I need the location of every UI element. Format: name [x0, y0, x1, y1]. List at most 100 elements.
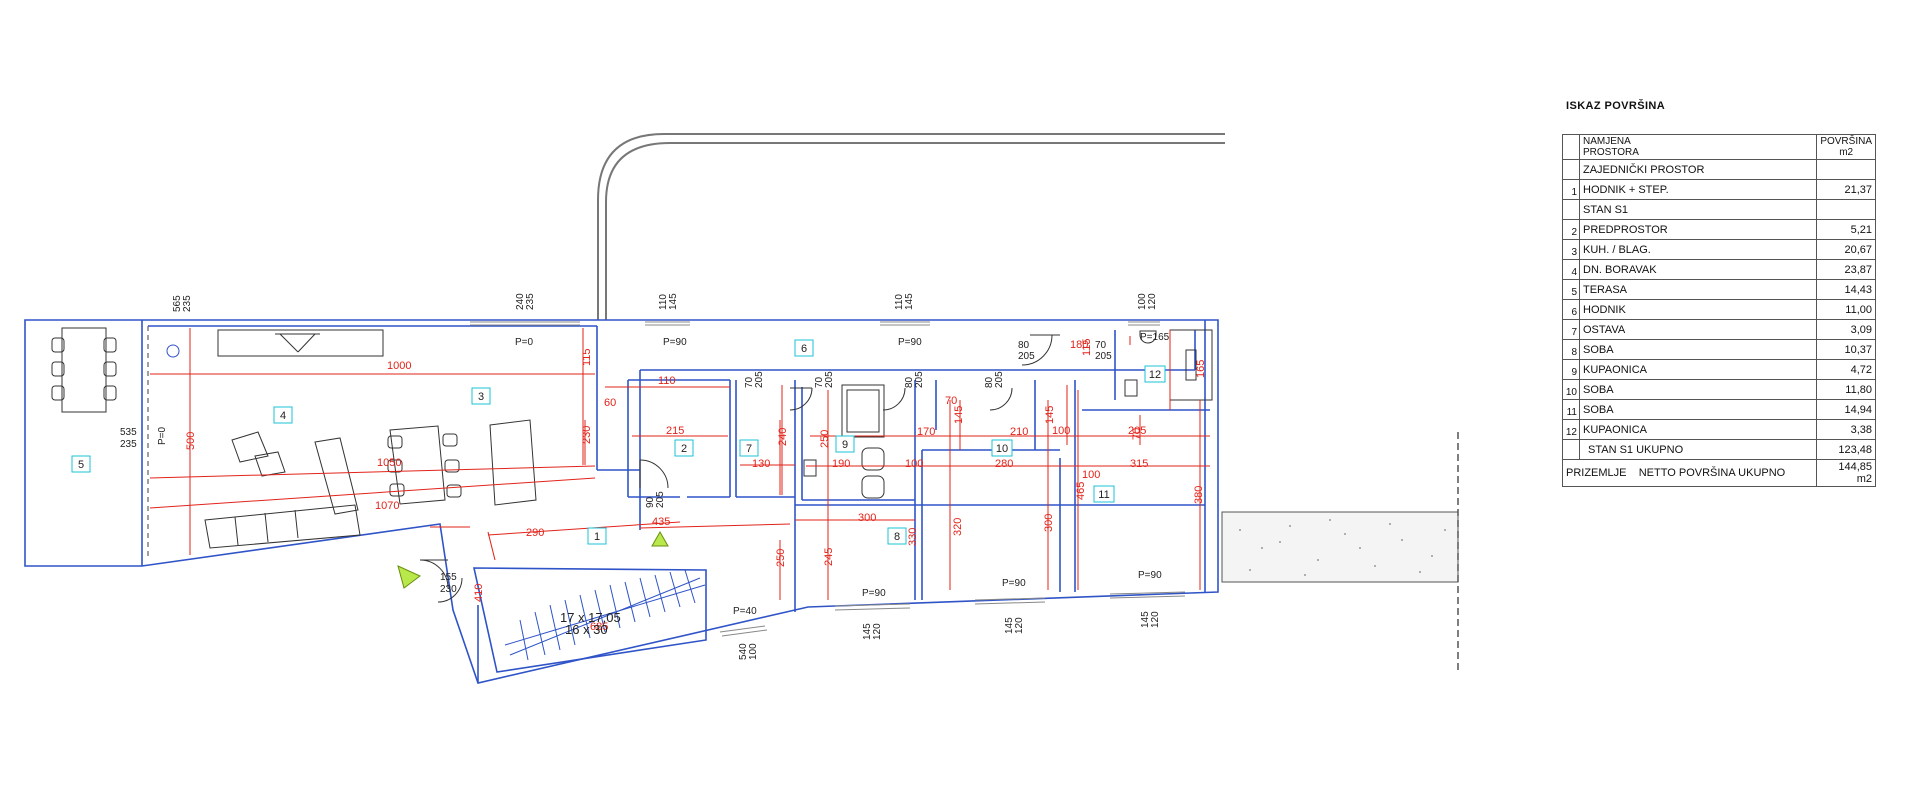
win-h1: 235: [182, 295, 193, 312]
dim-165: 165: [1195, 360, 1207, 378]
area-row-name: SOBA: [1578, 399, 1818, 420]
parapet-0: P=0: [515, 337, 534, 348]
dim-130: 130: [752, 458, 770, 470]
dim-115: 115: [581, 348, 593, 366]
area-row-number: 9: [1562, 359, 1580, 380]
win-w9: 145: [1140, 611, 1151, 628]
area-row-number: [1562, 159, 1580, 180]
room-tag-6-label: 6: [801, 343, 807, 355]
door-205f: 205: [994, 371, 1005, 388]
dim-230: 230: [581, 426, 593, 444]
door-70b: 70: [744, 376, 755, 388]
area-row-number: 1: [1562, 179, 1580, 200]
parapet-0b: P=0: [157, 426, 168, 445]
dimension-labels: 1000 1050 1070 110 60 215 130 190 100 17…: [185, 338, 1207, 633]
dim-250b: 250: [775, 549, 787, 567]
area-row-number: 11: [1562, 399, 1580, 420]
door-535: 535: [120, 427, 137, 438]
room-tag-4: 4: [273, 406, 293, 424]
dim-320: 320: [952, 518, 964, 536]
area-row-number: 6: [1562, 299, 1580, 320]
dim-215: 215: [666, 425, 684, 437]
room-tag-1: 1: [587, 527, 607, 545]
room-tags: 1 2 3 4 5 6 7 8 9 10 11 12: [71, 339, 1166, 545]
win-h9: 120: [1150, 611, 1161, 628]
area-footer-label: PRIZEMLJE NETTO POVRŠINA UKUPNO: [1561, 459, 1818, 487]
area-row-name: STAN S1 UKUPNO: [1578, 439, 1818, 460]
area-row-value: 14,94: [1816, 399, 1876, 420]
room-tag-9-label: 9: [842, 439, 848, 451]
door-70c: 70: [814, 376, 825, 388]
door-235: 235: [120, 439, 137, 450]
room-tag-8: 8: [887, 527, 907, 545]
dim-180: 180: [1070, 339, 1088, 351]
area-row-name: KUH. / BLAG.: [1578, 239, 1818, 260]
door-205b: 205: [1095, 351, 1112, 362]
window-openings: [470, 321, 1186, 637]
room-tag-7-label: 7: [746, 443, 752, 455]
room-tag-8-label: 8: [894, 531, 900, 543]
win-w5: 100: [1137, 293, 1148, 310]
dim-500: 500: [185, 432, 197, 450]
dim-210: 210: [1010, 426, 1028, 438]
room-tag-11: 11: [1093, 485, 1115, 503]
door-155: 155: [440, 572, 457, 583]
dim-245: 245: [823, 548, 835, 566]
area-summary-title: ISKAZ POVRŠINA: [1566, 100, 1666, 112]
dim-70: 70: [945, 395, 957, 407]
dim-330: 330: [907, 528, 919, 546]
door-205a: 205: [1018, 351, 1035, 362]
dim-145: 145: [953, 406, 965, 424]
area-row-number: [1562, 439, 1580, 460]
area-header-value: POVRŠINA m2: [1816, 134, 1876, 160]
room-tag-10: 10: [991, 439, 1013, 457]
room-tag-3: 3: [471, 387, 491, 405]
room-tag-5: 5: [71, 455, 91, 473]
building-outline: [24, 319, 1219, 684]
door-205c: 205: [754, 371, 765, 388]
paved-terrace: [1221, 432, 1459, 672]
room-tag-4-label: 4: [280, 410, 286, 422]
dim-300: 300: [858, 512, 876, 524]
dim-70b: 70: [1131, 428, 1143, 440]
dim-240: 240: [777, 428, 789, 446]
parapet-40: P=40: [733, 606, 757, 617]
room-tag-12-label: 12: [1149, 369, 1161, 381]
door-80c: 80: [984, 376, 995, 388]
area-row-value: 20,67: [1816, 239, 1876, 260]
area-row-name: SOBA: [1578, 339, 1818, 360]
room-tag-11-label: 11: [1098, 489, 1109, 501]
parapet-90a: P=90: [663, 337, 687, 348]
win-w2: 240: [515, 293, 526, 310]
staircase: [504, 569, 706, 661]
dim-110: 110: [658, 375, 676, 387]
parapet-90f: P=90: [1138, 570, 1162, 581]
room-tag-10-label: 10: [996, 443, 1008, 455]
area-table-row: ZAJEDNIČKI PROSTOR: [1562, 159, 1876, 180]
area-table-row: STAN S1: [1562, 199, 1876, 220]
area-row-value: 10,37: [1816, 339, 1876, 360]
dim-280: 280: [995, 458, 1013, 470]
dim-100: 100: [905, 458, 923, 470]
area-footer-value: 144,85 m2: [1816, 459, 1876, 487]
area-row-number: 3: [1562, 239, 1580, 260]
dim-300b: 300: [1043, 514, 1055, 532]
door-70: 70: [1095, 340, 1107, 351]
area-row-number: 8: [1562, 339, 1580, 360]
dim-205: 205: [1128, 425, 1146, 437]
dim-100b: 100: [1052, 425, 1070, 437]
area-row-number: 4: [1562, 259, 1580, 280]
